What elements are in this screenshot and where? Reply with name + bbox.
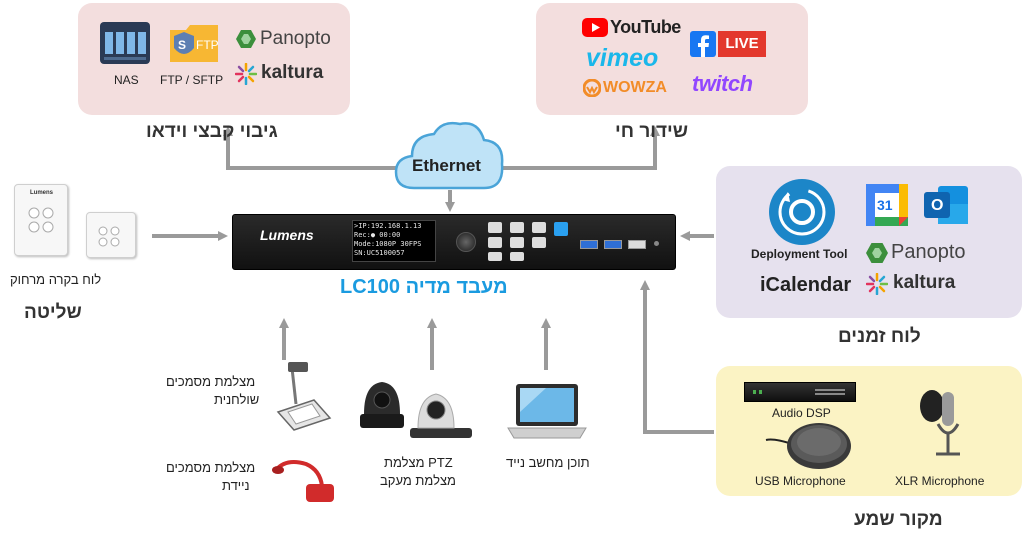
remote-panel-label: לוח בקרה מרחוק [10, 272, 102, 287]
ptz-line1: PTZ מצלמת [384, 455, 453, 470]
audio-dsp-label: Audio DSP [772, 406, 831, 420]
deployment-tool-label: Deployment Tool [751, 247, 848, 261]
schedule-title: לוח זמנים [838, 326, 921, 347]
display-line-4: SN:UC5100057 [354, 249, 405, 257]
kaltura-icon [234, 62, 258, 90]
nas-label: NAS [114, 73, 139, 87]
ethernet-label: Ethernet [412, 156, 481, 175]
wowza-logo: WOWZA [603, 79, 667, 96]
wall-panel-large [14, 184, 68, 256]
sftp-folder-icon [168, 22, 220, 69]
laptop-label: תוכן מחשב נייד [506, 455, 590, 470]
desktop-document-camera-icon [274, 360, 332, 437]
usb-port-1 [580, 240, 598, 249]
power-led [654, 241, 659, 246]
display-line-1: >IP:192.168.1.13 [354, 222, 422, 230]
twitch-logo: twitch [692, 71, 753, 96]
google-calendar-day: 31 [877, 197, 893, 213]
panopto-logo: Panopto [260, 28, 331, 49]
wall-panel-brand: Lumens [30, 190, 54, 196]
kaltura-icon-2 [865, 272, 889, 300]
vimeo-logo: vimeo [586, 44, 659, 72]
ethernet-cloud [392, 118, 508, 201]
sftp-badge: FTP [196, 38, 219, 52]
doc-cam-portable-line1: מצלמת מסמכים [166, 460, 256, 475]
doc-cam-desk-line1: מצלמת מסמכים [166, 374, 256, 389]
xlr-mic-label: XLR Microphone [895, 474, 985, 488]
audio-title: מקור שמע [854, 509, 943, 530]
panopto-icon-2 [866, 243, 888, 268]
facebook-live-badge: LIVE [718, 31, 766, 57]
usb-mic-icon [764, 420, 854, 477]
display-line-3: Mode:1080P 30FPS [354, 240, 422, 248]
doc-cam-desk-line2: שולחנית [214, 392, 260, 407]
device-brand: Lumens [260, 227, 314, 243]
laptop-icon [506, 382, 588, 447]
ptz-camera-icon [356, 372, 478, 447]
control-title: שליטה [24, 302, 82, 323]
audio-dsp-icon [744, 382, 856, 402]
lc100-device [232, 214, 676, 270]
device-button-grid[interactable] [488, 222, 568, 267]
panopto-logo-2: Panopto [891, 241, 966, 263]
device-caption: מעבד מדיה LC100 [340, 276, 508, 298]
nas-icon [100, 22, 150, 69]
usb-port-2 [604, 240, 622, 249]
usb-port-3 [628, 240, 646, 249]
wowza-icon [582, 78, 602, 102]
portable-document-camera-icon [272, 456, 336, 511]
youtube-logo: YouTube [610, 17, 681, 37]
facebook-icon [690, 31, 716, 62]
sftp-shield-letter: S [178, 38, 187, 52]
deployment-tool-icon [768, 178, 836, 251]
device-knob[interactable] [456, 232, 476, 252]
icalendar-logo: iCalendar [760, 274, 852, 296]
doc-cam-portable-line2: ניידת [222, 478, 250, 493]
wall-panel-small [86, 212, 136, 258]
kaltura-logo-2: kaltura [893, 272, 956, 293]
ftp-label: FTP / SFTP [160, 73, 224, 87]
google-calendar-icon [866, 184, 908, 231]
kaltura-logo: kaltura [261, 62, 324, 83]
ptz-line2: מצלמת מעקב [380, 473, 456, 488]
xlr-mic-icon [912, 384, 966, 461]
device-display [352, 220, 436, 262]
youtube-icon [582, 18, 608, 42]
panopto-icon [236, 30, 256, 53]
display-line-2: Rec:● 00:00 [354, 231, 401, 239]
usb-mic-label: USB Microphone [755, 474, 846, 488]
outlook-letter: O [931, 197, 944, 214]
live-panel [536, 3, 808, 115]
storage-title: גיבוי קבצי וידאו [146, 121, 278, 142]
live-title: שידור חי [615, 121, 689, 142]
outlook-icon [924, 184, 970, 231]
